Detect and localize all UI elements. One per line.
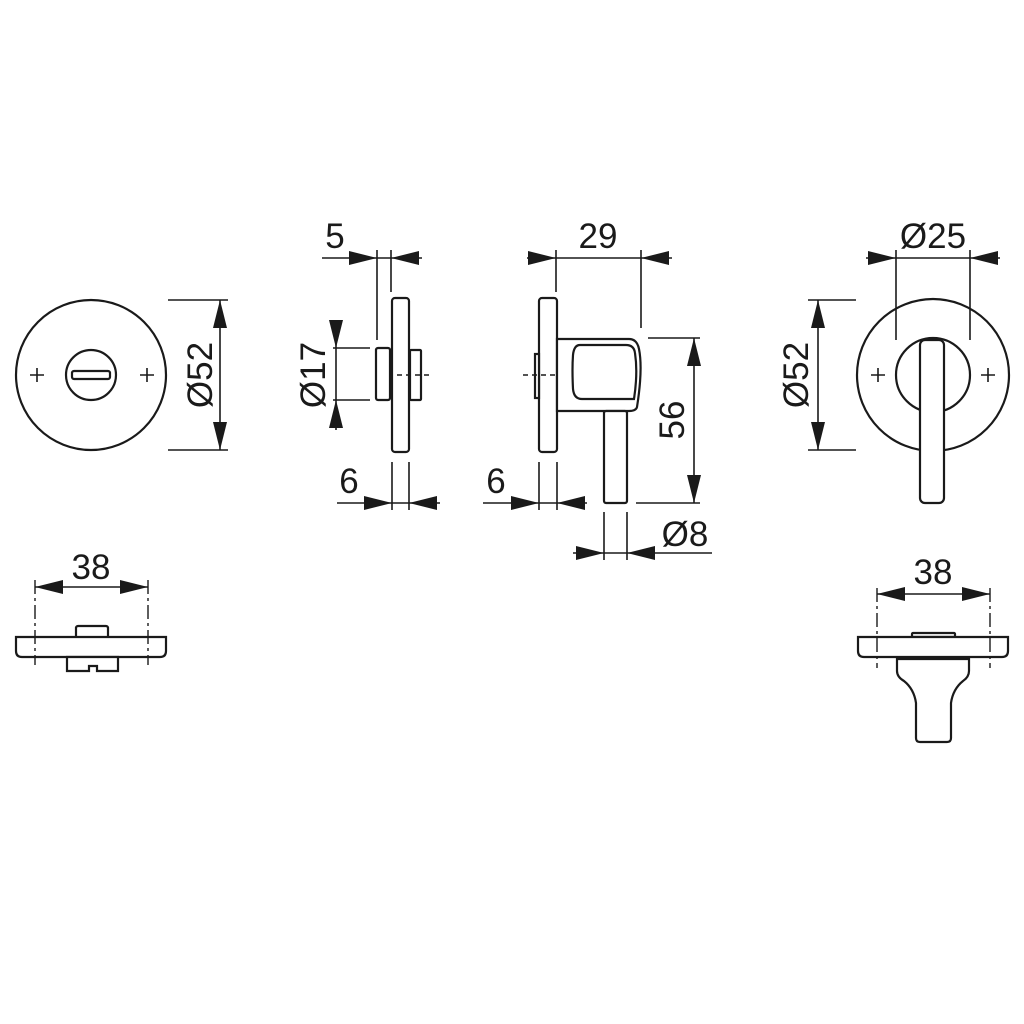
bottom-view-lever: 38 bbox=[856, 553, 1010, 744]
side-view-lever: 29 56 6 Ø8 bbox=[483, 217, 712, 560]
dimension-diameter-52: Ø52 bbox=[181, 342, 220, 408]
dimension-diameter-17: Ø17 bbox=[294, 342, 333, 408]
dimension-56: 56 bbox=[653, 401, 692, 440]
screw-hole-marks bbox=[30, 368, 154, 382]
bottom-view-turn: 38 bbox=[14, 548, 168, 673]
screw-hole-marks bbox=[871, 368, 995, 382]
dimension-38-left: 38 bbox=[72, 548, 111, 587]
dimension-diameter-25: Ø25 bbox=[900, 217, 966, 256]
dimension-diameter-8: Ø8 bbox=[662, 515, 709, 554]
dimension-38-right: 38 bbox=[914, 553, 953, 592]
dimension-diameter-52-right: Ø52 bbox=[777, 342, 816, 408]
dimension-6-turn: 6 bbox=[339, 462, 358, 501]
front-view-turn-release: Ø52 bbox=[14, 298, 228, 452]
front-view-lever: Ø25 Ø52 bbox=[777, 217, 1011, 505]
dimension-5: 5 bbox=[325, 217, 344, 256]
side-view-turn: Ø17 5 6 bbox=[294, 217, 440, 510]
dimension-6-lever: 6 bbox=[486, 462, 505, 501]
dimension-29: 29 bbox=[579, 217, 618, 256]
